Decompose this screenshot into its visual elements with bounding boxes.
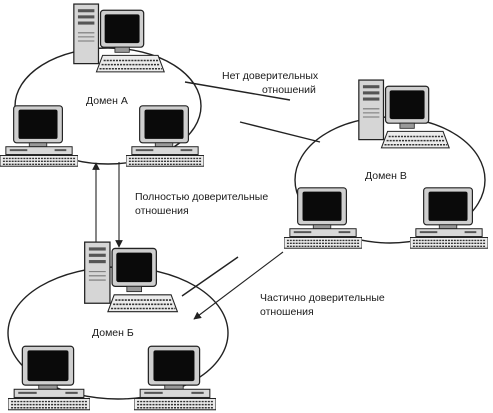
domain-a-server-icon <box>73 3 166 73</box>
full-trust-label-line1: Полностью доверительные <box>135 191 268 203</box>
domain-c-workstation-right-icon <box>410 187 488 249</box>
domain-b-server-icon <box>83 241 179 313</box>
partial-trust-line <box>181 256 239 297</box>
domain-c-label: Домен В <box>365 170 407 182</box>
domain-b-label: Домен Б <box>92 327 134 339</box>
domain-a-workstation-left-icon <box>0 105 78 167</box>
no-trust-line-lower <box>239 121 321 143</box>
domain-b-workstation-right-icon <box>134 345 216 411</box>
domain-a-workstation-right-icon <box>126 105 204 167</box>
domain-c-server-icon <box>358 79 451 149</box>
partial-trust-label-line2: отношения <box>260 306 314 318</box>
domain-a-label: Домен А <box>86 95 128 107</box>
domain-c-workstation-left-icon <box>284 187 362 249</box>
no-trust-line-upper <box>184 81 291 101</box>
partial-trust-label-line1: Частично доверительные <box>260 292 385 304</box>
full-trust-label-line2: отношения <box>135 205 189 217</box>
partial-trust-arrow <box>193 251 284 320</box>
no-trust-label-line2: отношений <box>262 84 316 96</box>
domain-b-workstation-left-icon <box>8 345 90 411</box>
no-trust-label-line1: Нет доверительных <box>222 70 319 82</box>
